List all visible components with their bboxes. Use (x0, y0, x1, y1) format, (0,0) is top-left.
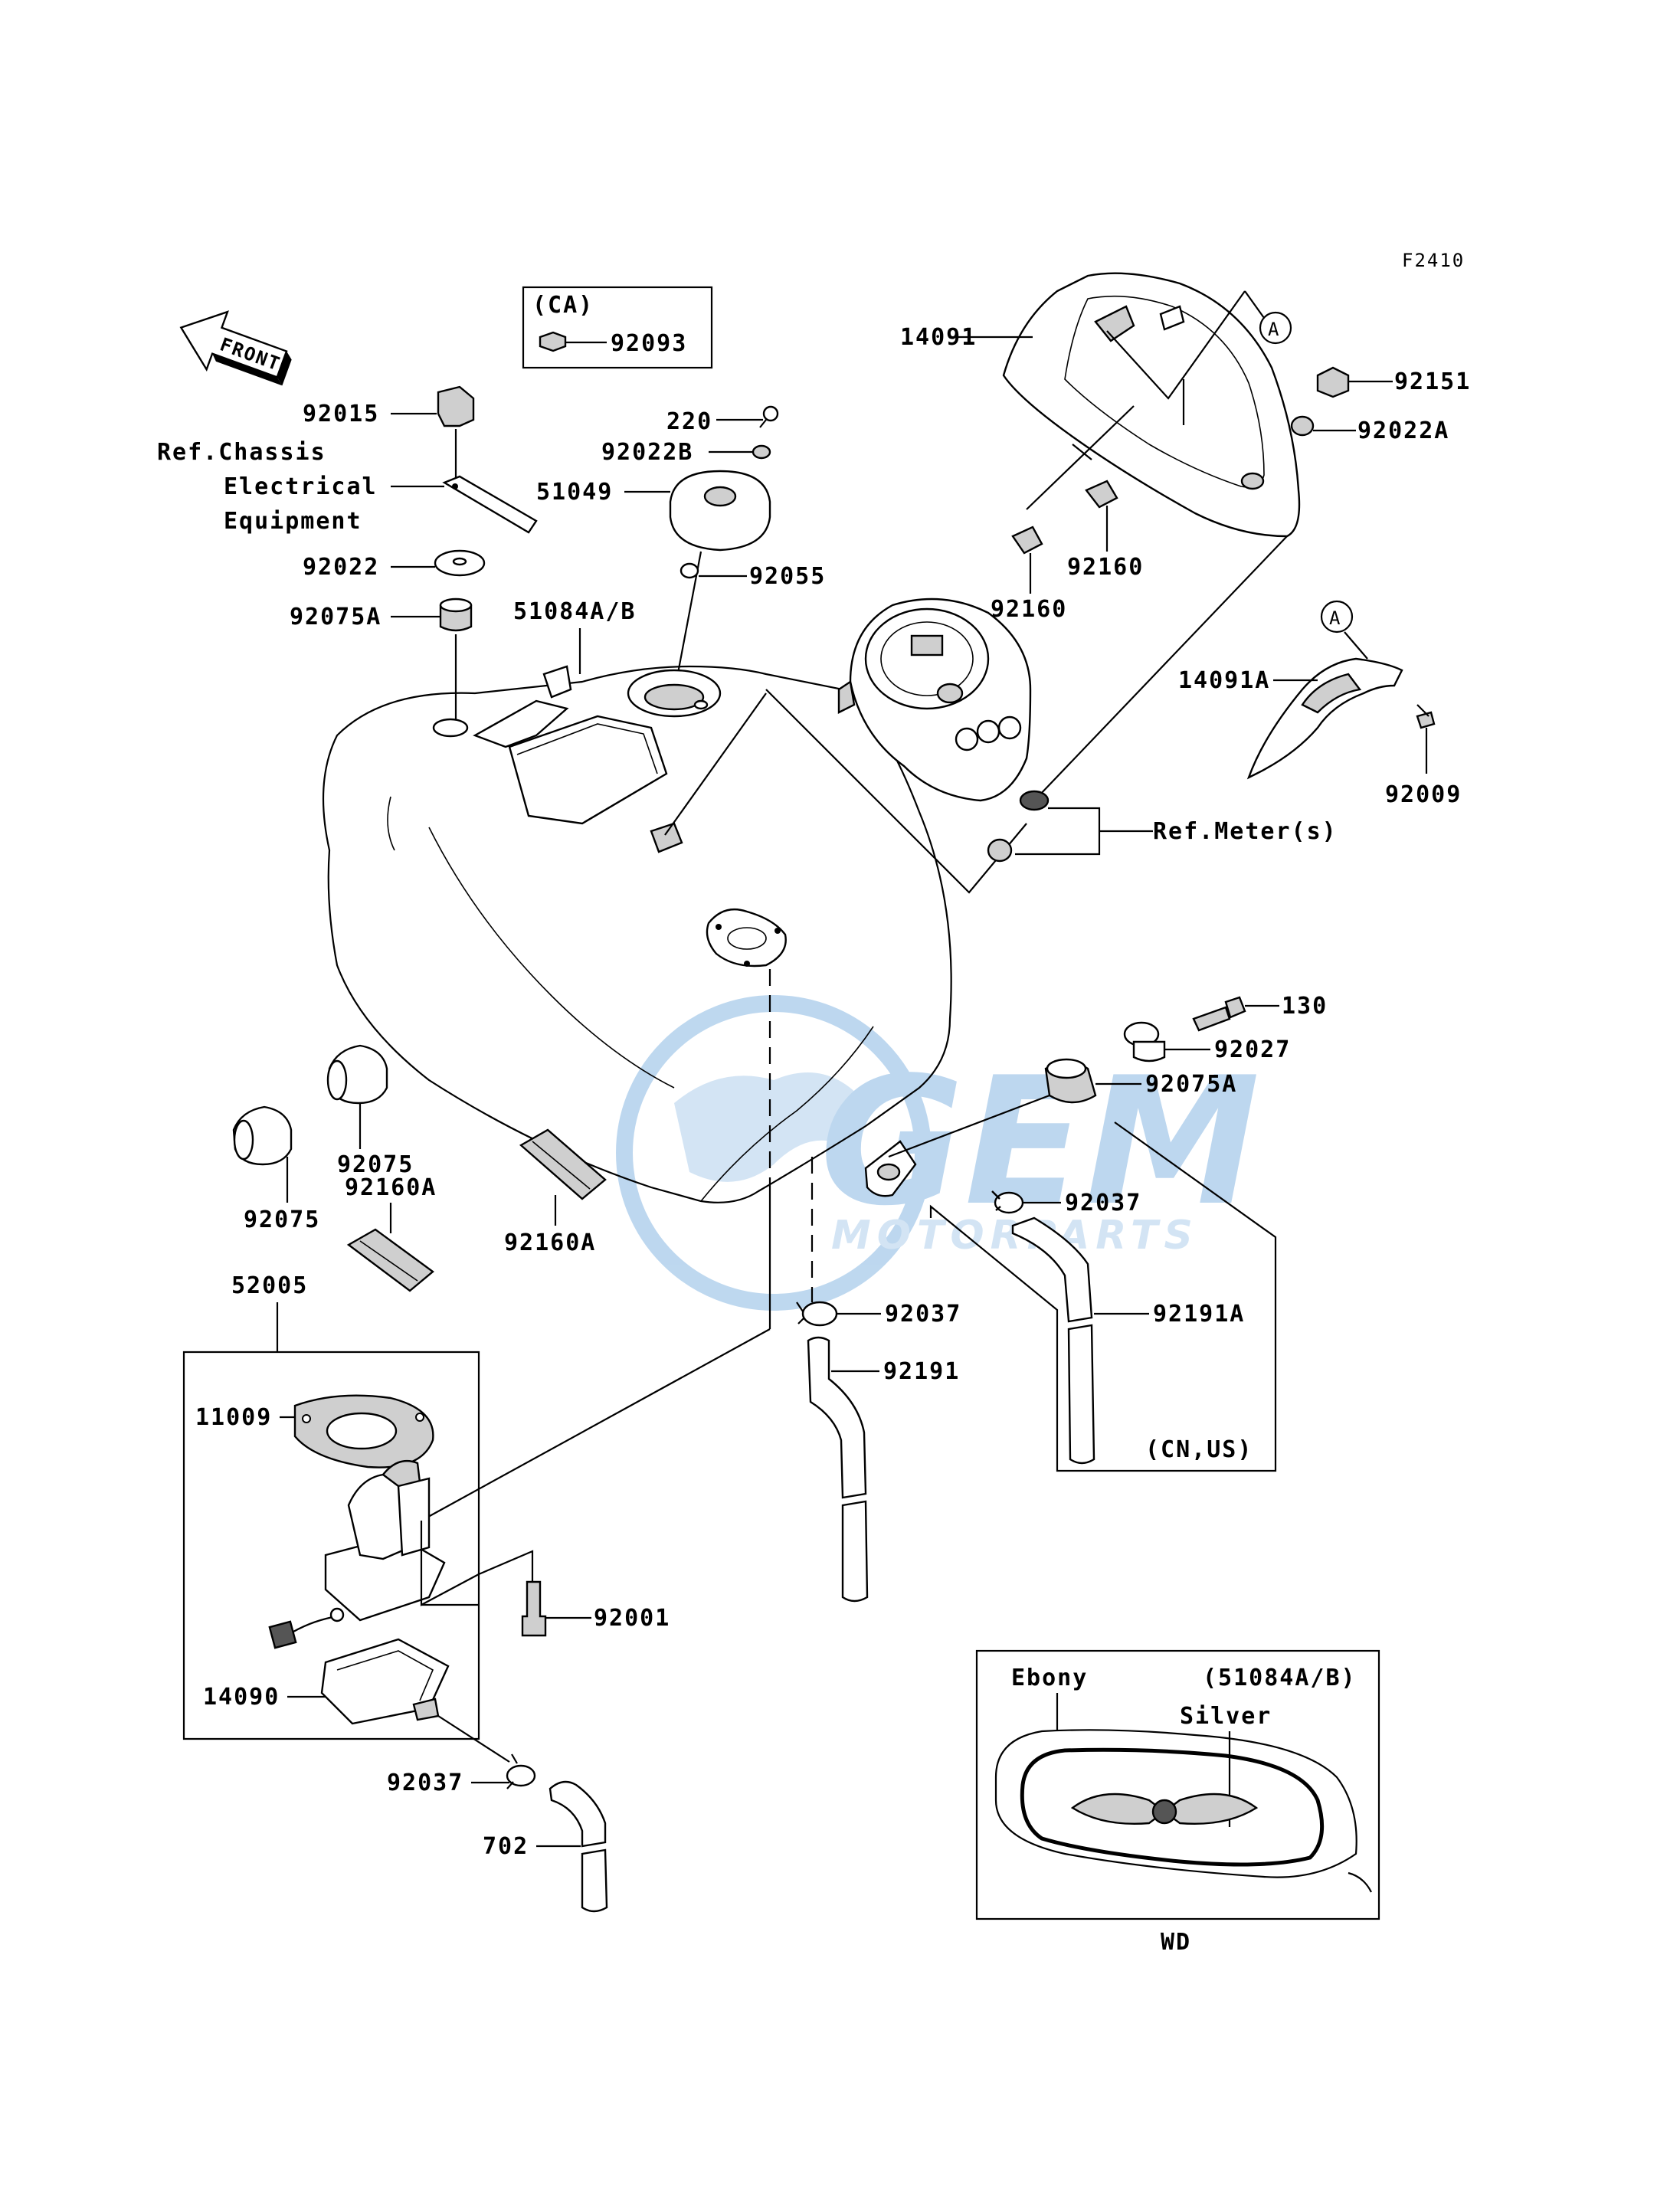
label-ebony: Ebony (1011, 1665, 1088, 1691)
part-92037-middle: 92037 (796, 1301, 961, 1328)
label-51049: 51049 (536, 479, 613, 506)
part-92191A: 92191A (1011, 1216, 1245, 1465)
label-92015: 92015 (303, 401, 379, 427)
meter-assembly (837, 598, 1050, 863)
label-92022A: 92022A (1357, 417, 1449, 444)
ca-box: (CA) 92093 (522, 286, 713, 369)
wing-emblem (1070, 1793, 1259, 1825)
label-92160-left: 92160 (991, 596, 1067, 623)
fuel-tank (322, 665, 952, 1203)
part-51049: 51049 (536, 470, 771, 552)
label-92151: 92151 (1394, 368, 1471, 395)
part-14091: 14091 (900, 272, 1301, 538)
part-92160-left: 92160 (991, 526, 1067, 623)
pump-assembly-box (182, 1351, 480, 1740)
label-92160-right: 92160 (1067, 554, 1144, 581)
part-11009: 11009 (195, 1394, 434, 1468)
callout-a-top: A (1259, 311, 1292, 345)
label-92037-middle: 92037 (885, 1301, 961, 1328)
part-92160A-left: 92160A (345, 1174, 437, 1292)
part-92037-right: 92037 (991, 1190, 1141, 1216)
part-92160-right: 92160 (1067, 480, 1144, 581)
label-11009: 11009 (195, 1404, 272, 1431)
label-92022: 92022 (303, 554, 379, 581)
part-220: 220 (666, 405, 779, 435)
ref-chassis-bracket (391, 475, 538, 534)
part-92015: 92015 (303, 385, 475, 427)
part-92001: 92001 (478, 1550, 670, 1637)
part-92022B: 92022B (601, 439, 771, 466)
part-92022: 92022 (303, 549, 486, 581)
part-92160A-middle: 92160A (504, 1128, 607, 1256)
part-92191: 92191 (807, 1336, 960, 1603)
label-702: 702 (483, 1833, 529, 1860)
label-silver: Silver (1180, 1703, 1272, 1730)
watermark-main: GEM (820, 1040, 1260, 1245)
label-92075A-top: 92075A (290, 604, 382, 630)
label-cn-us: (CN,US) (1145, 1436, 1253, 1463)
label-51084-inset: (51084A/B) (1203, 1665, 1357, 1691)
label-92027: 92027 (1214, 1036, 1291, 1063)
part-92151: 92151 (1316, 366, 1471, 398)
label-ref-meter: Ref.Meter(s) (1153, 818, 1338, 845)
figure-code: F2410 (1402, 250, 1465, 271)
label-92075A-right: 92075A (1145, 1071, 1237, 1098)
label-equipment: Equipment (224, 508, 362, 535)
part-130: 130 (1192, 993, 1328, 1032)
label-92009: 92009 (1385, 781, 1462, 808)
label-52005: 52005 (231, 1272, 308, 1299)
ca-box-part: 92093 (611, 330, 687, 357)
callout-a-top-label: A (1268, 319, 1280, 340)
callout-a-bottom-label: A (1329, 607, 1341, 629)
label-92191A: 92191A (1153, 1301, 1245, 1328)
label-92037-right: 92037 (1065, 1190, 1141, 1216)
part-92027: 92027 (1123, 1021, 1291, 1063)
label-130: 130 (1282, 993, 1328, 1020)
part-92022A: 92022A (1290, 415, 1449, 444)
label-14091A: 14091A (1178, 667, 1270, 694)
part-92037-bottom: 92037 (387, 1753, 536, 1796)
label-92075-left: 92075 (244, 1207, 320, 1233)
front-arrow: FRONT (179, 310, 292, 386)
label-51084: 51084A/B (513, 598, 637, 625)
label-14090: 14090 (203, 1684, 280, 1711)
label-92191: 92191 (883, 1358, 960, 1385)
part-92075-left: 92075 (232, 1105, 320, 1233)
label-electrical: Electrical (224, 473, 378, 500)
part-14090: 14090 (203, 1638, 450, 1725)
label-ref-chassis: Ref.Chassis (157, 439, 326, 466)
part-14091A: 14091A (1178, 657, 1403, 780)
label-14091: 14091 (900, 324, 977, 351)
watermark: GEM MOTORPARTS (616, 995, 1260, 1311)
label-92037-bottom: 92037 (387, 1770, 463, 1796)
label-220: 220 (666, 408, 712, 435)
watermark-globe (616, 995, 932, 1311)
part-92055: 92055 (680, 562, 826, 590)
part-92075A-right: 92075A (1044, 1058, 1237, 1104)
part-702: 702 (483, 1780, 608, 1913)
label-92055: 92055 (749, 563, 826, 590)
label-92001: 92001 (594, 1605, 670, 1632)
part-92075A-top: 92075A (290, 598, 473, 632)
label-wd: WD (1161, 1929, 1191, 1956)
label-92160A-middle: 92160A (504, 1229, 596, 1256)
wd-inset: Ebony (51084A/B) Silver WD (975, 1649, 1380, 1956)
fuel-pump (268, 1459, 446, 1649)
callout-a-bottom: A (1320, 600, 1354, 634)
label-92160A-left: 92160A (345, 1174, 437, 1201)
part-92075-middle: 92075 (326, 1044, 414, 1178)
watermark-sub: MOTORPARTS (831, 1213, 1199, 1259)
label-92022B: 92022B (601, 439, 693, 466)
part-92009: 92009 (1385, 704, 1462, 808)
label-92075-middle: 92075 (337, 1151, 414, 1178)
ca-box-title: (CA) (532, 292, 594, 319)
